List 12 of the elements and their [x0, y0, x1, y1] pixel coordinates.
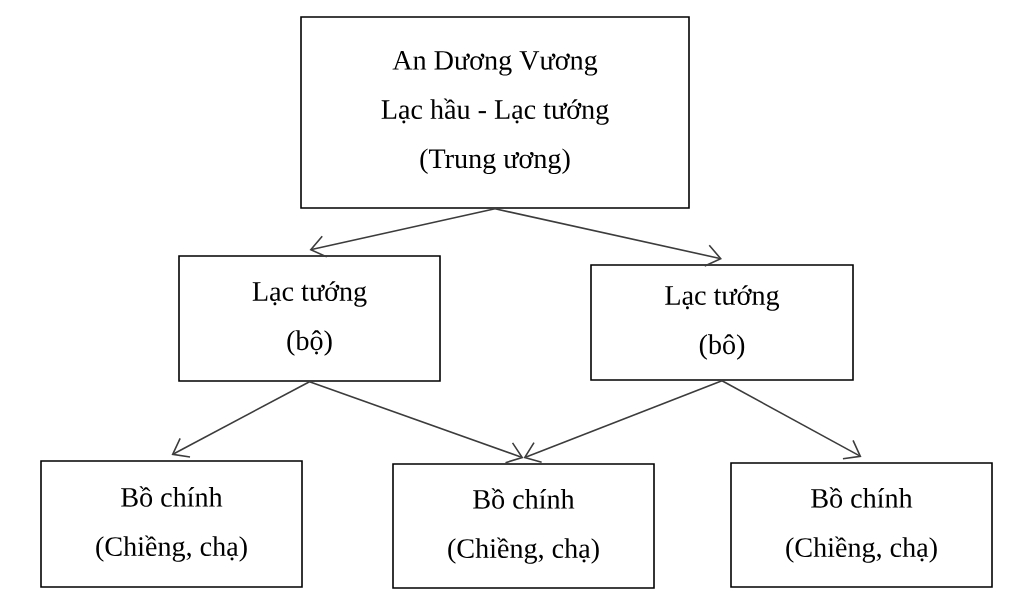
arrow [494, 208, 722, 267]
box: Lạc tướng (bộ) [178, 255, 441, 382]
box: Bồ chính (Chiềng, chạ) [392, 463, 655, 589]
arrow [523, 380, 723, 463]
arrow [308, 381, 524, 464]
arrow [309, 208, 496, 258]
arrow [171, 381, 311, 458]
box: An Dương Vương Lạc hầu - Lạc tướng (Trung ương) [300, 16, 690, 209]
box: Bồ chính (Chiềng, chạ) [730, 462, 993, 588]
box: Bồ chính (Chiềng, chạ) [40, 460, 303, 588]
box: Lạc tướng (bô) [590, 264, 854, 381]
arrow [721, 380, 862, 460]
